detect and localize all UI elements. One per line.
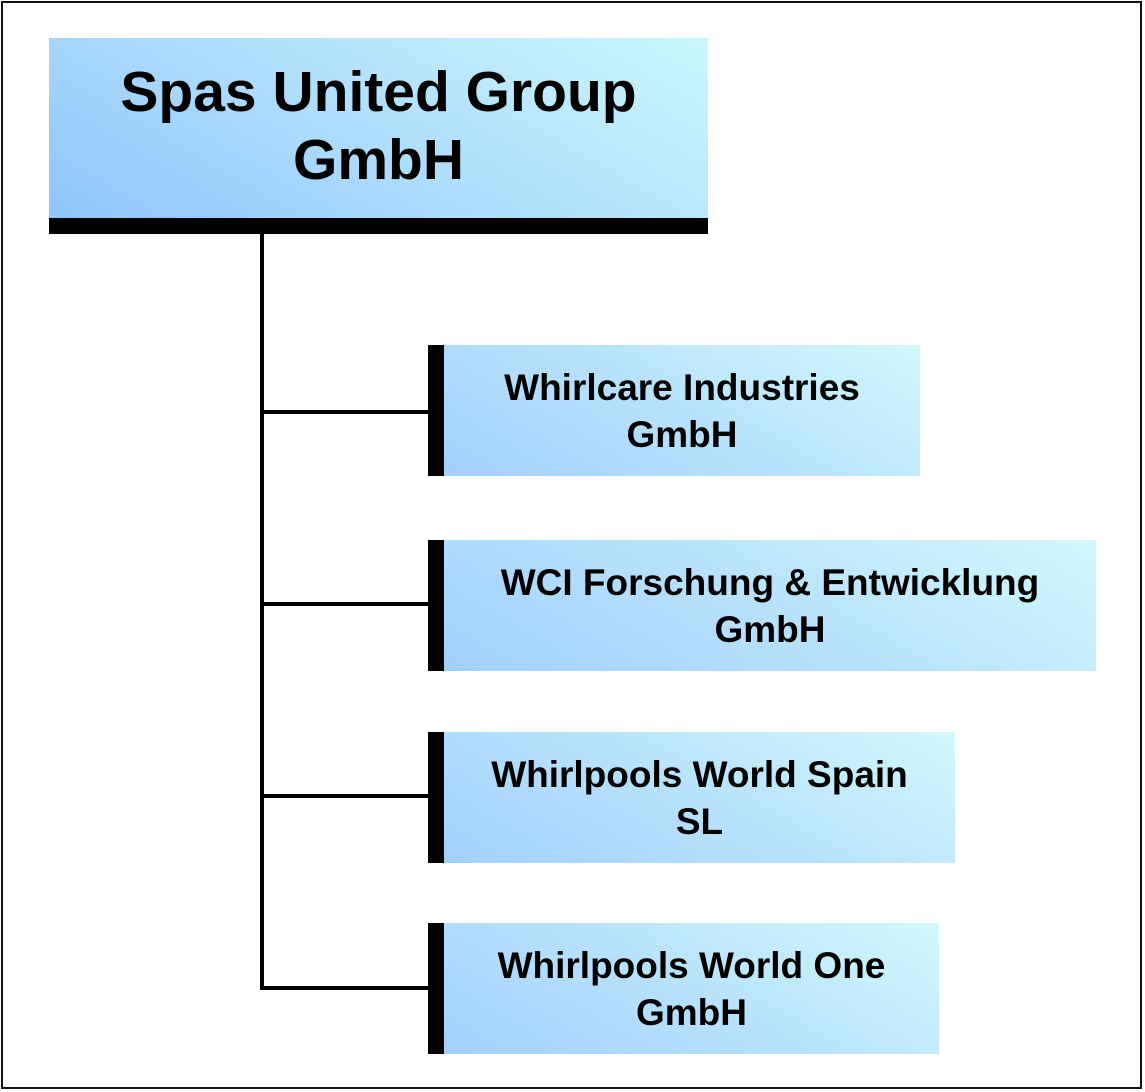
child-node-label: Whirlpools World Spain SL [491, 753, 908, 842]
child-node-bar-whirlcare [428, 345, 444, 476]
child-node-bar-whirlpools-spain [428, 732, 444, 863]
root-node-label: Spas United Group GmbH [120, 60, 637, 192]
child-node-label: Whirlcare Industries GmbH [504, 366, 860, 455]
child-node-bar-wci [428, 540, 444, 671]
child-node-bar-whirlpools-one [428, 923, 444, 1054]
child-node-whirlpools-world-spain: Whirlpools World Spain SL [444, 732, 955, 863]
root-node-spas-united-group: Spas United Group GmbH [49, 38, 708, 218]
connector-branch-whirlcare [260, 410, 428, 414]
child-node-label: Whirlpools World One GmbH [497, 944, 886, 1033]
connector-branch-whirlpools-one [260, 986, 428, 990]
root-node-underline-bar [49, 218, 708, 234]
child-node-wci-forschung: WCI Forschung & Entwicklung GmbH [444, 540, 1096, 671]
connector-branch-wci [260, 602, 428, 606]
connector-trunk-line [260, 234, 264, 990]
child-node-whirlcare-industries: Whirlcare Industries GmbH [444, 345, 920, 476]
child-node-whirlpools-world-one: Whirlpools World One GmbH [444, 923, 939, 1054]
child-node-label: WCI Forschung & Entwicklung GmbH [500, 561, 1040, 650]
connector-branch-whirlpools-spain [260, 794, 428, 798]
